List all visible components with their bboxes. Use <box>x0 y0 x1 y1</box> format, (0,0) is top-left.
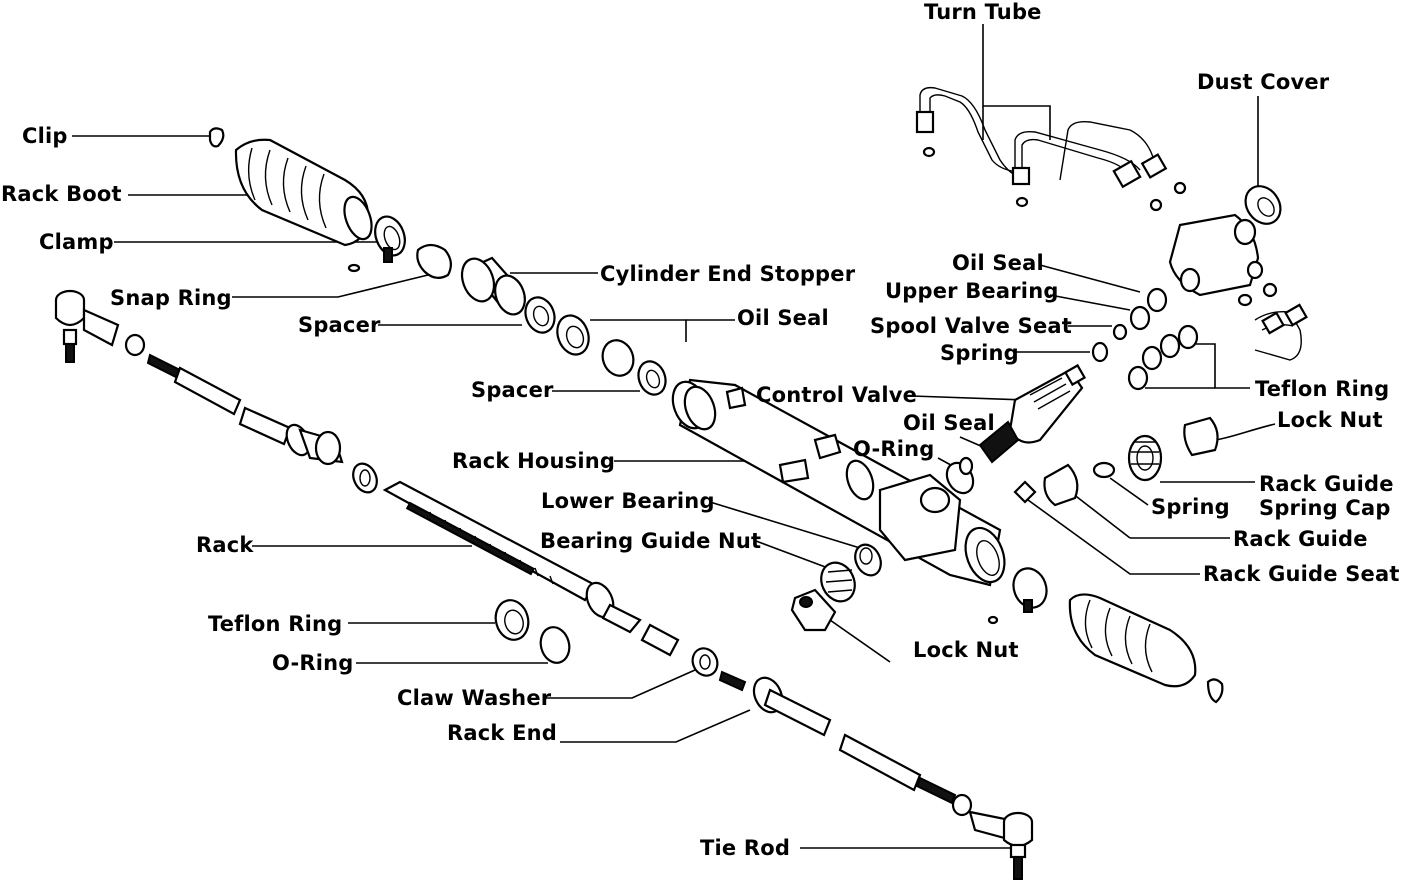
label-oil-seal-2: Oil Seal <box>903 411 995 435</box>
label-turn-tube: Turn Tube <box>924 0 1042 24</box>
label-rack-housing: Rack Housing <box>452 449 616 473</box>
leader-lines <box>72 24 1276 849</box>
rack-guide-parts <box>1013 416 1219 507</box>
label-teflon-ring-1: Teflon Ring <box>1255 377 1390 401</box>
label-oil-seal-1: Oil Seal <box>737 306 829 330</box>
label-rack-guide-spring-cap-1: Rack Guide <box>1259 472 1394 496</box>
label-control-valve: Control Valve <box>756 383 918 407</box>
label-o-ring-2: O-Ring <box>272 651 354 675</box>
turn-tube-part <box>915 86 1168 208</box>
label-spacer-1: Spacer <box>298 313 381 337</box>
left-boot-parts <box>208 127 452 279</box>
control-valve-part <box>945 363 1087 495</box>
label-rack-end: Rack End <box>447 721 557 745</box>
label-spring-2: Spring <box>1151 495 1230 519</box>
label-spring-1: Spring <box>940 341 1019 365</box>
label-bearing-guide-nut: Bearing Guide Nut <box>540 529 762 553</box>
left-tie-rod-part <box>54 289 378 494</box>
label-lock-nut-1: Lock Nut <box>1277 408 1383 432</box>
label-rack: Rack <box>196 533 254 557</box>
valve-rings <box>1091 287 1199 391</box>
label-clip: Clip <box>22 124 68 148</box>
label-snap-ring: Snap Ring <box>110 286 232 310</box>
label-rack-guide: Rack Guide <box>1233 527 1368 551</box>
label-tie-rod: Tie Rod <box>700 836 791 860</box>
label-lock-nut-2: Lock Nut <box>913 638 1019 662</box>
label-spool-valve-seat: Spool Valve Seat <box>870 314 1073 338</box>
label-spacer-2: Spacer <box>471 378 554 402</box>
label-rack-boot: Rack Boot <box>1 182 122 206</box>
label-dust-cover: Dust Cover <box>1197 70 1330 94</box>
dust-cover-part <box>1149 181 1308 361</box>
label-teflon-ring-2: Teflon Ring <box>208 612 343 636</box>
label-rack-guide-spring-cap-2: Spring Cap <box>1259 496 1391 520</box>
label-rack-guide-seat: Rack Guide Seat <box>1203 562 1400 586</box>
rack-part <box>382 480 719 677</box>
label-oil-seal-3: Oil Seal <box>952 251 1044 275</box>
label-clamp: Clamp <box>39 230 114 254</box>
right-tie-rod-part <box>718 670 1034 880</box>
right-boot-part <box>1068 593 1224 704</box>
bearing-parts <box>790 543 1048 632</box>
label-lower-bearing: Lower Bearing <box>541 489 715 513</box>
rack-housing-part <box>671 378 1006 587</box>
label-o-ring-1: O-Ring <box>853 437 935 461</box>
label-claw-washer: Claw Washer <box>397 686 552 710</box>
cylinder-parts <box>460 256 667 396</box>
label-upper-bearing: Upper Bearing <box>885 279 1059 303</box>
label-cylinder-end-stopper: Cylinder End Stopper <box>600 262 856 286</box>
